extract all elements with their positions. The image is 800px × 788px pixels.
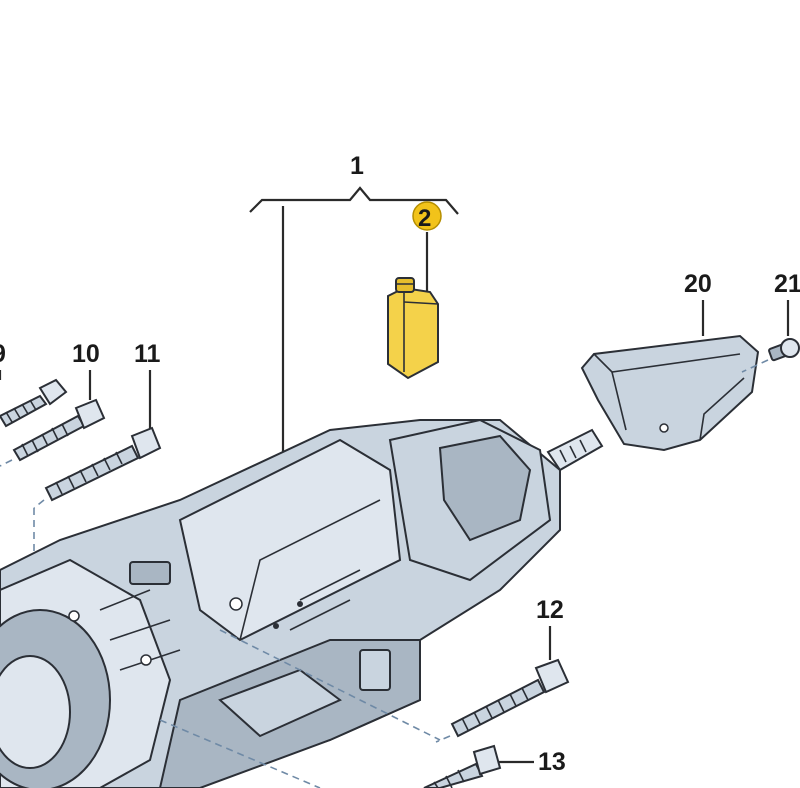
cover-part-icon bbox=[580, 334, 760, 452]
bolt-9-icon bbox=[0, 378, 68, 428]
callout-10: 10 bbox=[72, 340, 100, 368]
callout-1: 1 bbox=[350, 152, 364, 180]
bolt-13-icon bbox=[423, 744, 502, 788]
bolt-12-icon bbox=[450, 658, 570, 738]
oil-bottle-icon bbox=[387, 277, 439, 380]
bolt-10-icon bbox=[12, 398, 106, 462]
dash-12 bbox=[435, 735, 451, 743]
dash-11 bbox=[33, 499, 45, 509]
callout-20: 20 bbox=[684, 270, 712, 298]
callout-11: 11 bbox=[134, 340, 161, 368]
bolt-11-icon bbox=[44, 426, 162, 502]
dash-internal-2 bbox=[159, 719, 321, 788]
callout-2: 2 bbox=[418, 205, 431, 232]
gearbox-assembly-icon bbox=[0, 418, 604, 788]
dash-21 bbox=[741, 359, 769, 373]
assembly-bracket bbox=[249, 186, 459, 462]
callout-21: 21 bbox=[774, 270, 800, 298]
callout-2-badge bbox=[412, 201, 442, 231]
callout-12: 12 bbox=[536, 596, 564, 624]
dash-10 bbox=[0, 459, 13, 467]
screw-21-icon bbox=[768, 338, 800, 362]
callout-13: 13 bbox=[538, 748, 566, 776]
dash-internal-1 bbox=[219, 629, 441, 741]
callout-9: 9 bbox=[0, 340, 6, 368]
